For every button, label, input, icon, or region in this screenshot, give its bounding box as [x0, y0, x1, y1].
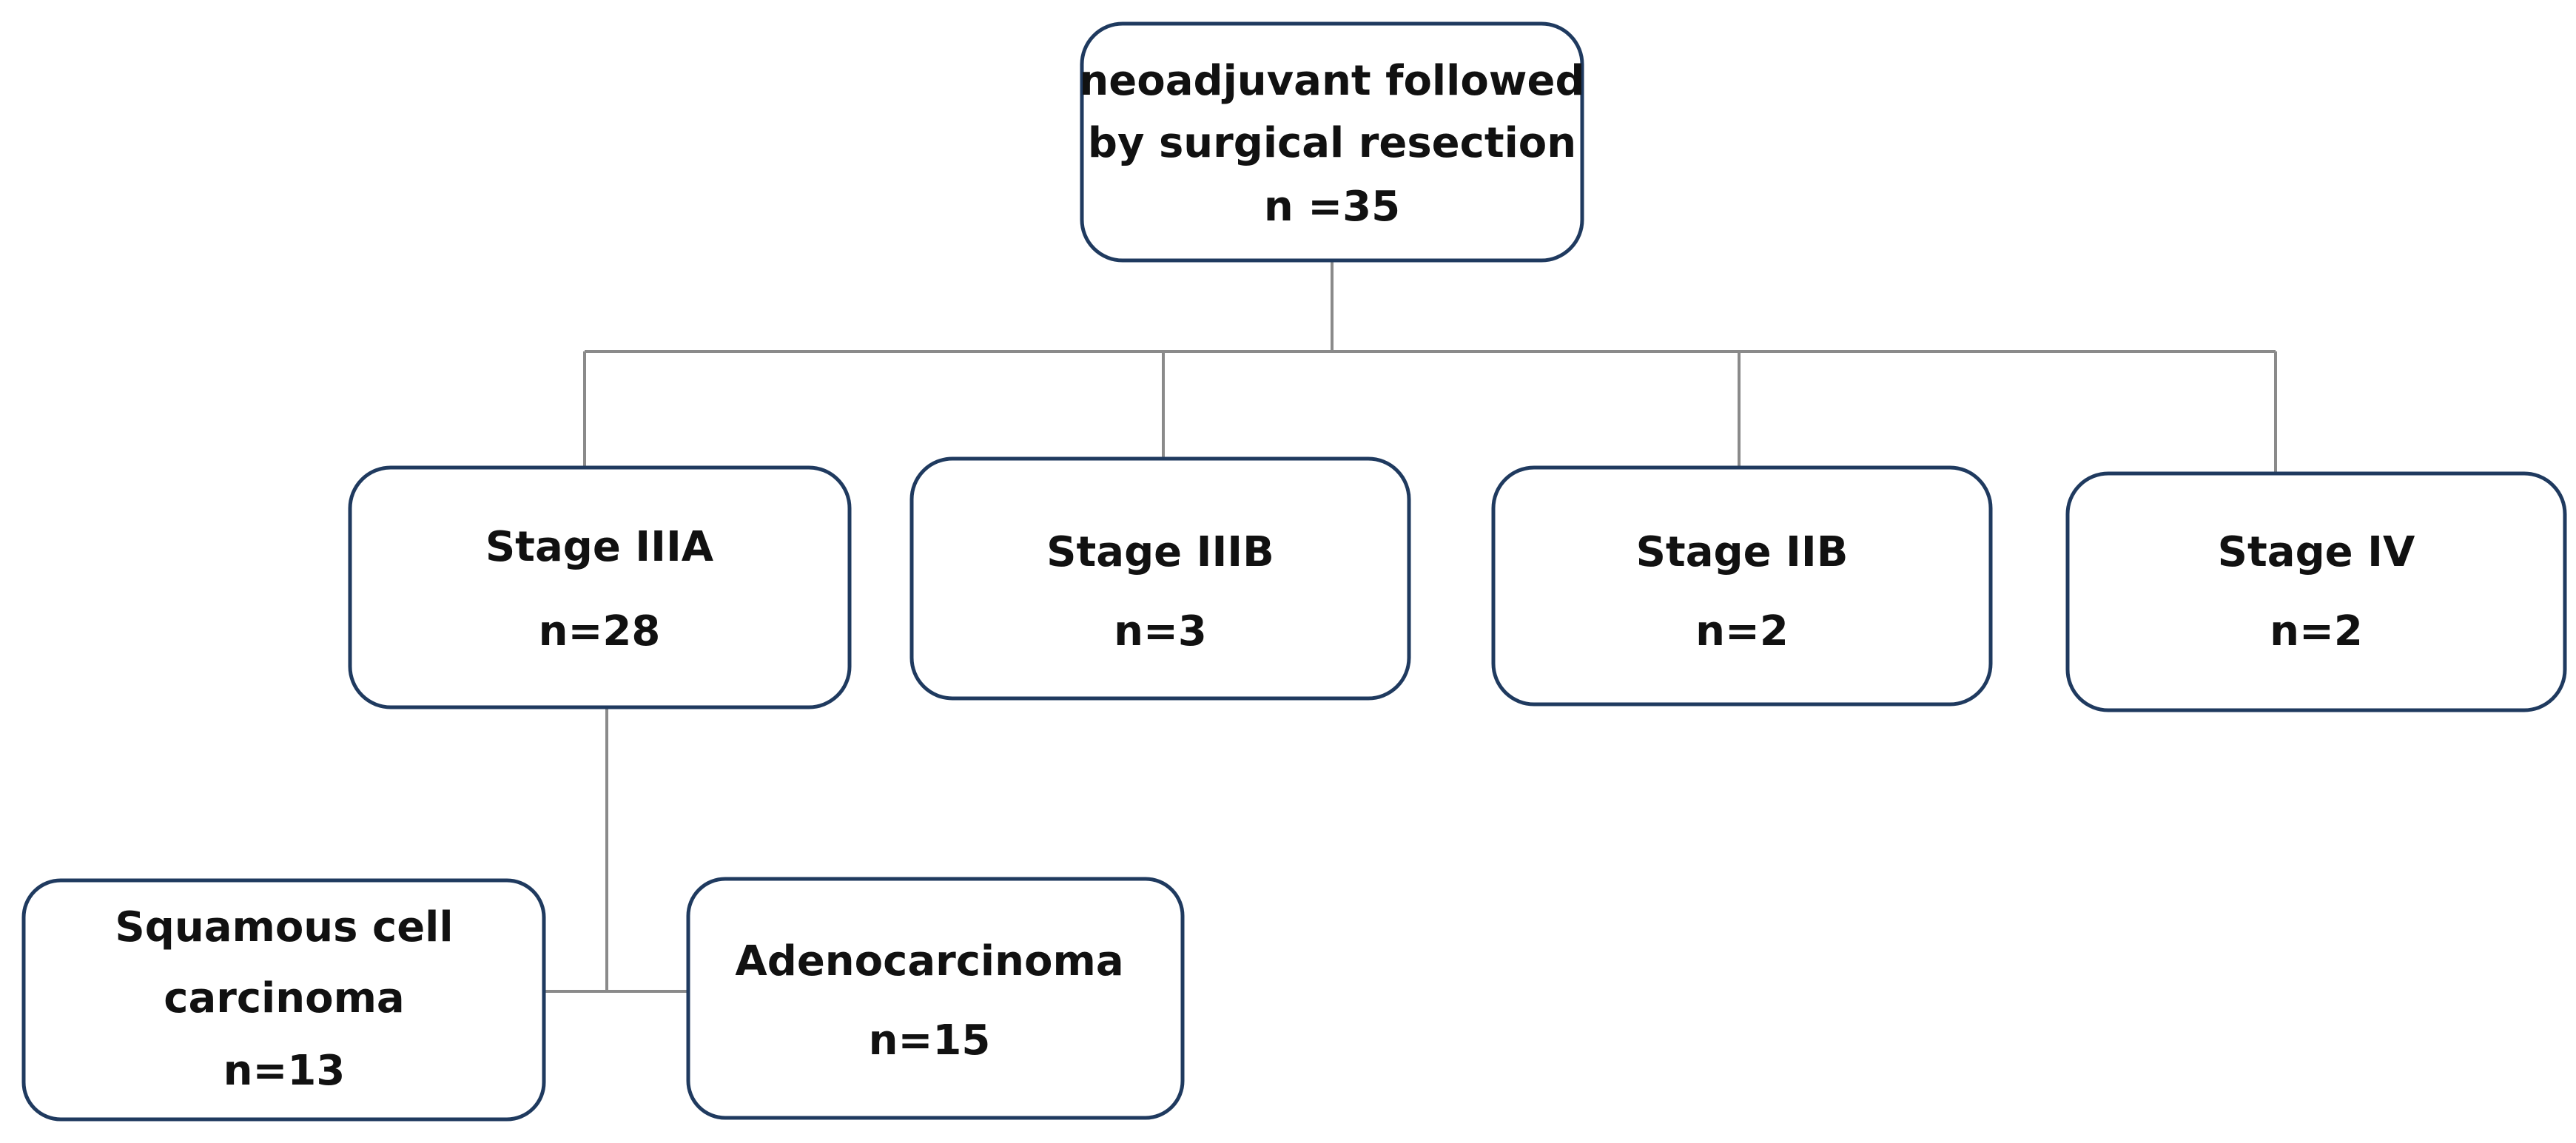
stage-iiia-box: [348, 465, 852, 709]
root-line-2: by surgical resection: [1088, 119, 1576, 167]
stage-node-iiib: Stage IIIB n=3: [909, 456, 1411, 701]
adenocarcinoma-count: n=15: [869, 1016, 991, 1065]
stage-node-iib: Stage IIB n=2: [1491, 465, 1993, 707]
stage-iiia-label: Stage IIIA: [485, 523, 714, 571]
histology-node-squamous: Squamous cell carcinoma n=13: [21, 878, 546, 1122]
stage-iib-count: n=2: [1695, 607, 1789, 655]
stage-node-iiia: Stage IIIA n=28: [348, 465, 852, 709]
root-node-box: [1080, 21, 1584, 263]
root-count: n =35: [1264, 183, 1400, 231]
stage-iib-box: [1491, 465, 1993, 707]
stage-iv-count: n=2: [2270, 607, 2363, 655]
stage-iv-label: Stage IV: [2218, 528, 2415, 576]
stage-iiib-label: Stage IIIB: [1046, 528, 1274, 576]
stage-iiib-box: [909, 456, 1411, 701]
adenocarcinoma-box: [686, 877, 1185, 1120]
stage-iv-box: [2065, 471, 2567, 712]
stage-iiib-count: n=3: [1114, 607, 1207, 655]
root-node: neoadjuvant followed by surgical resecti…: [1079, 21, 1585, 263]
squamous-count: n=13: [223, 1047, 346, 1095]
root-line-1: neoadjuvant followed: [1079, 57, 1584, 105]
stage-iiia-count: n=28: [539, 607, 661, 655]
stage-iib-label: Stage IIB: [1636, 528, 1849, 576]
adenocarcinoma-label: Adenocarcinoma: [735, 937, 1123, 985]
histology-node-adenocarcinoma: Adenocarcinoma n=15: [686, 877, 1185, 1120]
squamous-line-1: Squamous cell: [115, 903, 453, 951]
squamous-line-2: carcinoma: [164, 974, 404, 1022]
stage-node-iv: Stage IV n=2: [2065, 471, 2567, 712]
squamous-box: [21, 878, 546, 1122]
connectors: [544, 260, 2277, 993]
